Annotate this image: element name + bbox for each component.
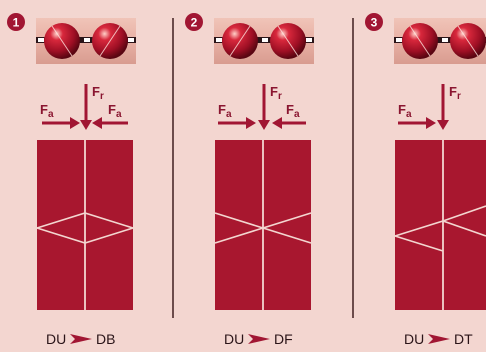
panel-1: 1 Fr Fa Fa [7, 13, 136, 347]
panel-number: 3 [371, 16, 378, 30]
radial-force-arrow [258, 84, 270, 130]
caption-from: DU [404, 331, 424, 347]
axial-force-label-left: Fa [218, 102, 232, 120]
panel-3: 3 Fr Fa DU [365, 13, 486, 347]
arrangement-caption: DU DB [46, 331, 115, 347]
caption-to: DT [454, 331, 473, 347]
arrow-right-icon [248, 334, 270, 344]
panel-2: 2 Fr Fa Fa [185, 13, 314, 347]
axial-force-label-left: Fa [40, 102, 54, 120]
caption-to: DF [274, 331, 293, 347]
axial-force-arrow-left [218, 117, 256, 129]
panel-number-badge [365, 13, 383, 31]
axial-force-arrow-left [42, 117, 80, 129]
caption-from: DU [224, 331, 244, 347]
panel-number: 1 [13, 16, 20, 30]
radial-force-arrow [80, 84, 92, 130]
arrow-right-icon [70, 334, 92, 344]
ball-pair-illustration [394, 18, 486, 64]
radial-force-label: Fr [92, 84, 104, 102]
panel-number-badge [7, 13, 25, 31]
panel-number: 2 [191, 16, 198, 30]
axial-force-arrow-right [92, 117, 128, 129]
radial-force-arrow [437, 84, 449, 130]
bearing-block-pair [36, 140, 134, 310]
arrangement-caption: DU DF [224, 331, 293, 347]
axial-force-label-right: Fa [286, 102, 300, 120]
axial-force-label-right: Fa [108, 102, 122, 120]
panel-number-badge [185, 13, 203, 31]
axial-force-label-left: Fa [398, 102, 412, 120]
arrangement-caption: DU DT [404, 331, 473, 347]
arrow-right-icon [428, 334, 450, 344]
bearing-block-pair [394, 140, 486, 310]
caption-to: DB [96, 331, 115, 347]
axial-force-arrow-left [398, 117, 436, 129]
radial-force-label: Fr [449, 84, 461, 102]
bearing-block-pair [214, 140, 312, 310]
ball-pair-illustration [214, 18, 314, 64]
axial-force-arrow-right [272, 117, 306, 129]
ball-pair-illustration [36, 18, 136, 64]
caption-from: DU [46, 331, 66, 347]
radial-force-label: Fr [270, 84, 282, 102]
